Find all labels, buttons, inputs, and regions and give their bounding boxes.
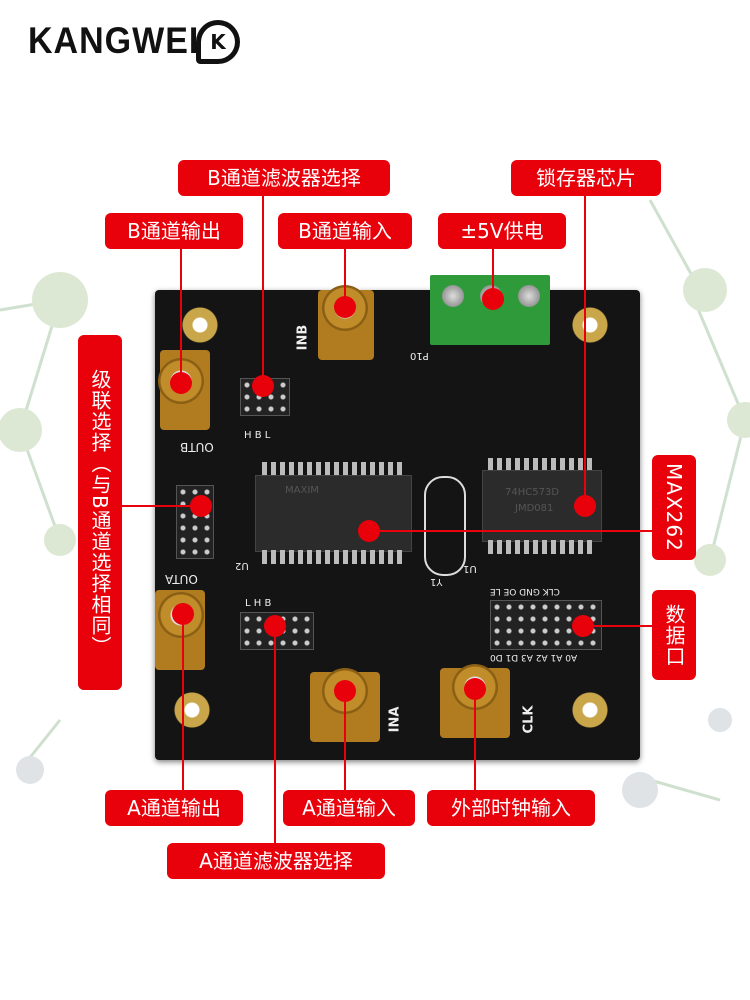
callout-dot (572, 615, 594, 637)
label-ext-clock: 外部时钟输入 (427, 790, 595, 826)
chip-marking: JMD081 (515, 503, 554, 514)
chip-marking: MAXIM (285, 485, 319, 496)
silk-data-pins-bottom: A0 A1 A2 A3 D1 D0 (490, 652, 578, 662)
callout-dot (252, 375, 274, 397)
mounting-hole (180, 305, 220, 345)
leader-line (344, 249, 346, 307)
chip-pins (262, 462, 402, 476)
label-a-filter-select: A通道滤波器选择 (167, 843, 385, 879)
callout-dot (170, 372, 192, 394)
label-cascade-select: 级联选择（与B通道选择相同） (78, 335, 122, 690)
brand-logo: KANGWEI (28, 20, 200, 62)
callout-dot (464, 678, 486, 700)
chip-marking: 74HC573D (505, 487, 560, 498)
chip-pins (262, 550, 402, 564)
terminal-screw[interactable] (518, 285, 540, 307)
max262-chip (255, 475, 412, 552)
silk-y1: Y1 (430, 576, 443, 587)
callout-dot (172, 603, 194, 625)
label-a-input: A通道输入 (283, 790, 415, 826)
silk-outb: OUTB (180, 440, 214, 454)
data-port-header[interactable] (490, 600, 602, 650)
callout-dot (358, 520, 380, 542)
leader-line (262, 196, 264, 386)
label-b-filter-select: B通道滤波器选择 (178, 160, 390, 196)
leader-line (474, 688, 476, 790)
label-power: ±5V供电 (438, 213, 566, 249)
label-a-output: A通道输出 (105, 790, 243, 826)
chip-pins (488, 540, 596, 554)
b-filter-jumper[interactable] (240, 378, 290, 416)
label-data-port: 数据口 (652, 590, 696, 680)
callout-dot (334, 680, 356, 702)
leader-line (182, 613, 184, 790)
silk-u2: U2 (235, 560, 249, 571)
callout-dot (190, 495, 212, 517)
terminal-screw[interactable] (442, 285, 464, 307)
leader-line (122, 505, 200, 507)
label-max262: MAX262 (652, 455, 696, 560)
silk-inb: INB (295, 324, 311, 351)
silk-jumper-hbl: H B L (244, 430, 271, 441)
mounting-hole (570, 305, 610, 345)
silk-clk: CLK (521, 705, 537, 734)
mounting-hole (172, 690, 212, 730)
label-b-input: B通道输入 (278, 213, 412, 249)
leader-line (583, 625, 652, 627)
silk-data-pins: CLK GND OE LE (490, 586, 560, 596)
silk-outa: OUTA (165, 572, 198, 586)
callout-dot (334, 296, 356, 318)
crystal-y1 (424, 476, 466, 576)
leader-line (584, 196, 586, 506)
leader-line (492, 249, 494, 299)
callout-dot (264, 615, 286, 637)
silk-ina: INA (387, 706, 403, 733)
label-b-output: B通道输出 (105, 213, 243, 249)
leader-line (344, 690, 346, 790)
mounting-hole (570, 690, 610, 730)
leader-line (274, 625, 276, 843)
silk-p10: P10 (410, 350, 429, 361)
callout-dot (482, 288, 504, 310)
label-latch-chip: 锁存器芯片 (511, 160, 661, 196)
leader-line (180, 249, 182, 383)
callout-dot (574, 495, 596, 517)
silk-u1: U1 (463, 563, 477, 574)
leader-line (368, 530, 652, 532)
silk-jumper-lhb: L H B (245, 598, 272, 609)
brand-logo-mark: K (196, 20, 240, 64)
chip-pins (488, 458, 596, 472)
